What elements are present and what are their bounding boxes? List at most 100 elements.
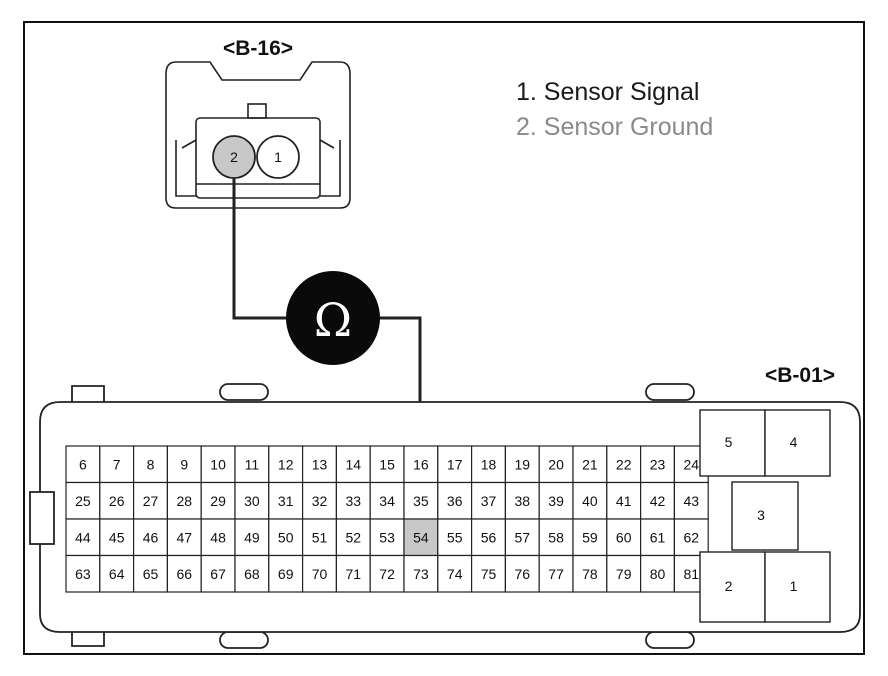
- ecu-pin-label: 68: [244, 566, 260, 582]
- ecu-pin-29: [200, 481, 236, 520]
- ecu-pin-28: [166, 481, 202, 520]
- ecu-pin-76: [504, 554, 540, 593]
- ecu-pin-67: [200, 554, 236, 593]
- ecu-pin-label: 41: [616, 493, 632, 509]
- ecu-pin-label: 80: [650, 566, 666, 582]
- ecu-pin-label: 42: [650, 493, 666, 509]
- ecu-pin-label: 78: [582, 566, 598, 582]
- ecu-pin-16: [403, 445, 439, 484]
- ecu-big-pin-4: [764, 409, 831, 477]
- ecu-pin-50: [268, 518, 304, 557]
- ecu-pin-label: 77: [548, 566, 564, 582]
- ecu-pin-39: [538, 481, 574, 520]
- wire-sensor-to-meter: [232, 178, 290, 320]
- ecu-pin-label: 76: [515, 566, 531, 582]
- ecu-pin-label: 8: [147, 456, 155, 472]
- ecu-pin-68: [234, 554, 270, 593]
- ecu-big-pin-label: 3: [757, 507, 765, 523]
- ohmmeter-icon: [286, 271, 380, 365]
- ecu-pin-75: [471, 554, 507, 593]
- sensor-pin-2-label: 2: [230, 149, 238, 165]
- sensor-connector-label: <B-16>: [223, 37, 293, 60]
- ecu-pin-label: 22: [616, 456, 632, 472]
- ecu-pin-label: 52: [346, 529, 362, 545]
- ecu-pin-label: 70: [312, 566, 328, 582]
- ecu-pin-label: 32: [312, 493, 328, 509]
- ecu-pin-label: 54: [413, 529, 429, 545]
- ecu-pin-45: [99, 518, 135, 557]
- ecu-pin-label: 11: [245, 456, 260, 472]
- ecu-pin-label: 27: [143, 493, 159, 509]
- ecu-pin-label: 46: [143, 529, 159, 545]
- ecu-pin-label: 66: [177, 566, 193, 582]
- ecu-pin-53: [369, 518, 405, 557]
- ecu-pin-label: 28: [177, 493, 193, 509]
- ecu-pin-80: [639, 554, 675, 593]
- ecu-pin-23: [639, 445, 675, 484]
- ecu-pin-label: 49: [244, 529, 260, 545]
- ecu-pin-label: 56: [481, 529, 497, 545]
- sensor-connector: [165, 61, 351, 209]
- ecu-pin-label: 29: [210, 493, 226, 509]
- ecu-big-pin-label: 4: [790, 434, 798, 450]
- ecu-pin-34: [369, 481, 405, 520]
- ecu-big-pin-2: [699, 551, 766, 623]
- ecu-pin-label: 73: [413, 566, 429, 582]
- ecu-pin-51: [302, 518, 338, 557]
- ecu-pin-label: 35: [413, 493, 429, 509]
- ecu-pin-15: [369, 445, 405, 484]
- ecu-pin-label: 72: [379, 566, 395, 582]
- ecu-pin-label: 24: [684, 456, 700, 472]
- sensor-pin-1: [256, 135, 300, 179]
- ecu-pin-label: 64: [109, 566, 125, 582]
- ecu-pin-label: 45: [109, 529, 125, 545]
- ecu-connector-label: <B-01>: [765, 364, 835, 387]
- ecu-pin-70: [302, 554, 338, 593]
- ecu-pin-label: 33: [346, 493, 362, 509]
- legend-item-sensor-ground: 2. Sensor Ground: [516, 113, 713, 141]
- ecu-pin-label: 13: [312, 456, 328, 472]
- ecu-pin-22: [606, 445, 642, 484]
- ecu-pin-label: 17: [447, 456, 463, 472]
- ecu-pin-42: [639, 481, 675, 520]
- ecu-big-pin-label: 1: [790, 578, 798, 594]
- ecu-pin-label: 38: [515, 493, 531, 509]
- ecu-pin-label: 9: [180, 456, 188, 472]
- ecu-pin-label: 21: [582, 456, 598, 472]
- ecu-pin-label: 63: [75, 566, 91, 582]
- ecu-pin-label: 30: [244, 493, 260, 509]
- ecu-pin-31: [268, 481, 304, 520]
- ecu-pin-label: 37: [481, 493, 497, 509]
- sensor-pin-1-label: 1: [274, 149, 282, 165]
- ecu-pin-40: [572, 481, 608, 520]
- ecu-pin-label: 23: [650, 456, 666, 472]
- ecu-pin-label: 61: [650, 529, 666, 545]
- ecu-pin-54: [403, 518, 439, 557]
- ecu-pin-label: 19: [515, 456, 531, 472]
- ecu-pin-74: [437, 554, 473, 593]
- ecu-pin-label: 67: [210, 566, 226, 582]
- ecu-pin-label: 25: [75, 493, 91, 509]
- ecu-pin-label: 71: [346, 566, 362, 582]
- ecu-big-pin-1: [764, 551, 831, 623]
- ecu-pin-label: 10: [210, 456, 226, 472]
- ecu-pin-55: [437, 518, 473, 557]
- ecu-pin-35: [403, 481, 439, 520]
- ecu-big-pin-3: [731, 481, 799, 551]
- ecu-pin-44: [65, 518, 101, 557]
- ecu-pin-21: [572, 445, 608, 484]
- ecu-pin-label: 74: [447, 566, 463, 582]
- ecu-pin-label: 65: [143, 566, 159, 582]
- ecu-pin-10: [200, 445, 236, 484]
- ecu-pin-label: 20: [548, 456, 564, 472]
- ecu-pin-label: 81: [684, 566, 700, 582]
- ecu-pin-72: [369, 554, 405, 593]
- ecu-pin-label: 39: [548, 493, 564, 509]
- ecu-pin-label: 36: [447, 493, 463, 509]
- ecu-pin-label: 47: [177, 529, 193, 545]
- ecu-pin-label: 55: [447, 529, 463, 545]
- ecu-pin-14: [335, 445, 371, 484]
- ecu-pin-label: 51: [312, 529, 328, 545]
